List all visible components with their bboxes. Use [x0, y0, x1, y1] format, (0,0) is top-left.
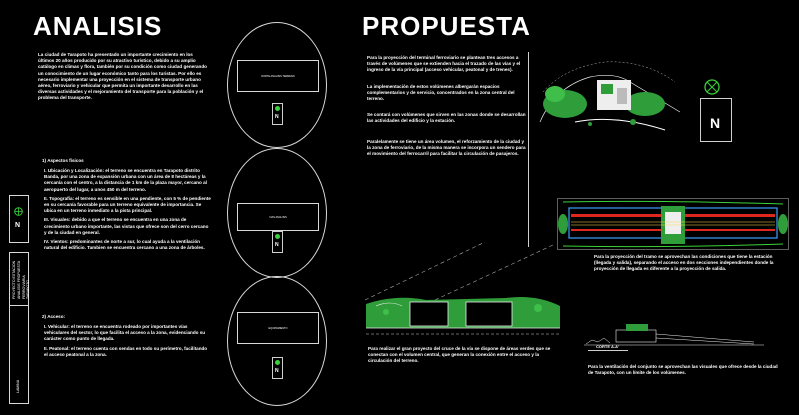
list-item: I. Vehicular: el terreno se encuentra ro…	[44, 324, 207, 342]
map-label: EQUIPAMIENTO	[268, 327, 288, 330]
divider	[10, 305, 28, 306]
plan-note: Para la proyección del tramo se aprovech…	[594, 254, 775, 272]
north-letter: N	[710, 115, 721, 131]
aspectos-fisicos-list: I. Ubicación y Localización: el terreno …	[44, 168, 212, 251]
north-letter: N	[275, 242, 279, 248]
sheet-tab: FERROVIARIA TARAPOTO	[22, 275, 30, 299]
compass-icon	[275, 234, 280, 239]
list-item: II. Topografía: el terreno es sensible e…	[44, 195, 213, 214]
note-text: Paralelamente se tiene un área volumen, …	[367, 138, 527, 157]
sheet-north-letter: N	[15, 222, 21, 229]
analysis-circle-3: EQUIPAMIENTO N	[227, 276, 327, 406]
map-label: NORTE ANALISIS TERRENO	[261, 75, 295, 78]
sheet-title-strip: PROYECTO ESTACION ANALISIS PROPUESTA FER…	[9, 252, 30, 404]
section-leader-lines	[364, 241, 565, 302]
compass-icon	[703, 78, 721, 96]
north-marker: N	[272, 231, 283, 253]
elevation-image	[584, 320, 764, 350]
analisis-intro-text: La ciudad de Tarapoto ha presentado un i…	[38, 52, 209, 101]
analisis-title: ANALISIS	[33, 11, 163, 41]
north-letter: N	[275, 368, 279, 374]
north-indicator-box: N	[700, 98, 732, 142]
note-text: La implementación de estos volúmenes alb…	[367, 83, 516, 102]
sheet-tab: ANALISIS PROPUESTA	[17, 260, 21, 299]
north-letter: N	[275, 114, 279, 120]
analysis-circle-1: NORTE ANALISIS TERRENO N	[227, 22, 327, 148]
north-marker: N	[272, 357, 283, 379]
analysis-circle-2: VIAS ANALISIS N	[227, 148, 327, 278]
list-item: I. Ubicación y Localización: el terreno …	[44, 168, 209, 192]
elevation-note: Para la ventilación del conjunto se apro…	[588, 364, 779, 376]
propuesta-title: PROPUESTA	[362, 11, 531, 41]
note-text: Para la proyección del terminal ferrovia…	[367, 55, 522, 73]
acceso-list: I. Vehicular: el terreno se encuentra ro…	[44, 324, 212, 358]
divider	[588, 350, 628, 351]
compass-icon	[14, 203, 23, 216]
cross-section-image	[366, 292, 560, 342]
sheet-tab: LAMINA	[16, 379, 20, 393]
list-item: III. Visuales: debido a que el terreno s…	[44, 217, 210, 235]
section-caption: CORTE A-A'	[596, 344, 620, 349]
floor-plan-image	[557, 198, 789, 250]
list-item: II. Peatonal: el terreno cuenta con send…	[44, 345, 209, 357]
divider	[528, 52, 529, 247]
sheet-north-box: N	[9, 195, 29, 243]
aspectos-fisicos-heading: 1) Aspectos físicos	[42, 158, 84, 163]
sheet-tab: PROYECTO ESTACION	[12, 260, 16, 299]
section-note: Para realizar el gran proyecto del cruce…	[368, 346, 552, 364]
site-plan-image	[535, 52, 685, 148]
north-marker: N	[272, 103, 283, 125]
compass-icon	[275, 360, 280, 365]
map-frame: EQUIPAMIENTO	[237, 312, 319, 344]
map-frame: NORTE ANALISIS TERRENO	[237, 60, 319, 92]
note-text: Se contará con volúmenes que sirven en l…	[367, 112, 527, 124]
map-frame: VIAS ANALISIS	[237, 203, 319, 231]
acceso-heading: 2) Acceso:	[42, 314, 66, 319]
compass-icon	[275, 106, 280, 111]
map-label: VIAS ANALISIS	[269, 216, 287, 219]
list-item: IV. Vientos: predominantes de norte a su…	[44, 239, 205, 251]
propuesta-notes: Para la proyección del terminal ferrovia…	[367, 55, 529, 157]
